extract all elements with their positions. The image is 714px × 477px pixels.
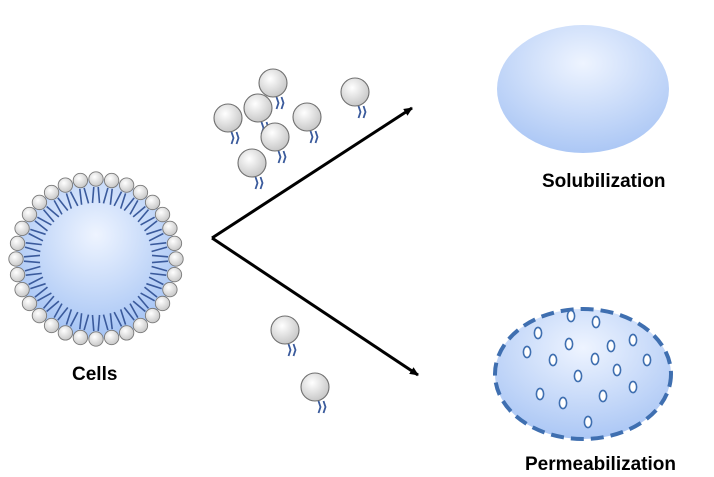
pore-icon xyxy=(628,333,638,347)
lipid xyxy=(9,265,42,283)
detergent-molecule-icon xyxy=(260,122,290,164)
cell-body xyxy=(16,179,176,339)
pore-group xyxy=(522,309,652,429)
permeabilized-cell xyxy=(493,307,673,441)
lipid xyxy=(21,206,52,232)
detergent-molecule-icon xyxy=(270,315,300,357)
lipid xyxy=(102,313,120,346)
lipid xyxy=(146,276,178,298)
pore-icon xyxy=(533,326,543,340)
lipid xyxy=(140,286,171,312)
lipid xyxy=(21,286,52,312)
lipid xyxy=(88,314,104,347)
detergent-molecule-icon xyxy=(237,148,267,190)
pore-icon xyxy=(558,396,568,410)
lipid xyxy=(31,295,60,324)
lipid xyxy=(113,309,135,341)
pore-icon xyxy=(564,337,574,351)
lipid xyxy=(123,303,149,334)
solubilized-micelle xyxy=(497,25,669,153)
lipid xyxy=(151,251,184,267)
lipid xyxy=(72,313,90,346)
lipid xyxy=(31,194,60,223)
permeabilization-label: Permeabilization xyxy=(525,454,676,475)
lipid xyxy=(150,235,183,253)
lipid xyxy=(140,206,171,232)
cell xyxy=(8,171,184,347)
lipid xyxy=(14,276,46,298)
detergent-group xyxy=(213,68,370,414)
lipid xyxy=(72,172,90,205)
pore-icon xyxy=(606,339,616,353)
pore-icon xyxy=(642,353,652,367)
lipid xyxy=(132,295,161,324)
lipid xyxy=(113,177,135,209)
pore-icon xyxy=(573,369,583,383)
pore-icon xyxy=(522,345,532,359)
pore-icon xyxy=(628,380,638,394)
pore-icon xyxy=(535,387,545,401)
detergent-molecule-icon xyxy=(258,68,288,110)
pore-icon xyxy=(591,315,601,329)
lipid-layer xyxy=(8,171,184,347)
detergent-molecule-icon xyxy=(213,103,243,145)
pore-icon xyxy=(598,389,608,403)
pore-icon xyxy=(590,352,600,366)
detergent-molecule-icon xyxy=(340,77,370,119)
lipid xyxy=(102,172,120,205)
detergent-molecule-icon xyxy=(292,102,322,144)
permeabilized-membrane xyxy=(493,307,673,441)
lipid xyxy=(43,184,69,215)
lipid xyxy=(14,220,46,242)
lipid xyxy=(123,184,149,215)
lipid xyxy=(57,177,79,209)
lipid xyxy=(88,171,104,204)
arrow-to-solubilization xyxy=(211,106,413,240)
solubilization-label: Solubilization xyxy=(542,171,666,192)
lipid xyxy=(8,251,41,267)
pore-icon xyxy=(583,415,593,429)
pore-icon xyxy=(566,309,576,323)
lipid xyxy=(132,194,161,223)
pore-icon xyxy=(612,363,622,377)
pore-icon xyxy=(548,353,558,367)
detergent-molecule-icon xyxy=(300,372,330,414)
lipid xyxy=(57,309,79,341)
lipid xyxy=(146,220,178,242)
lipid xyxy=(9,235,42,253)
lipid xyxy=(43,303,69,334)
cells-label: Cells xyxy=(72,364,118,385)
arrow-to-permeabilization xyxy=(211,236,419,377)
lipid xyxy=(150,265,183,283)
